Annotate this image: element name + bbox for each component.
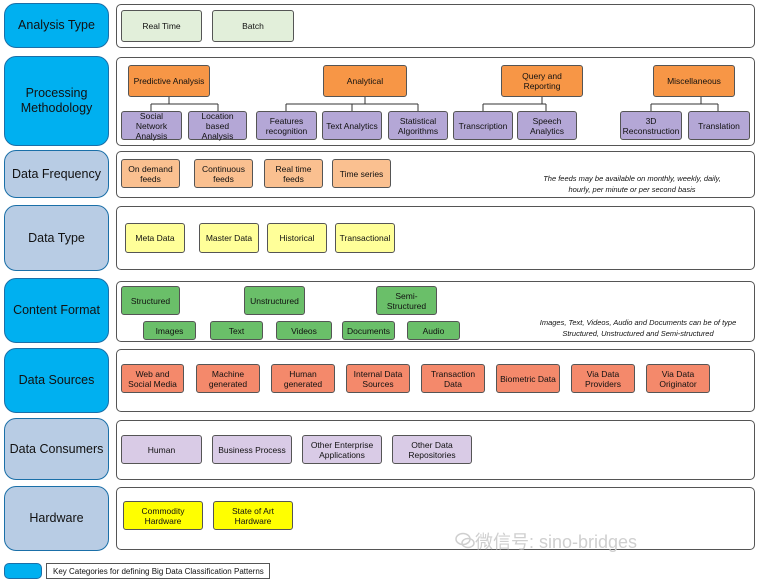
type-meta-data: Meta Data bbox=[125, 223, 185, 253]
proc-analytical: Analytical bbox=[323, 65, 407, 97]
freq-time-series: Time series bbox=[332, 159, 391, 188]
freq-real-time-feeds: Real time feeds bbox=[264, 159, 323, 188]
source-via-data-originator: Via Data Originator bbox=[646, 364, 710, 393]
content-semi-structured: Semi-Structured bbox=[376, 286, 437, 315]
type-historical: Historical bbox=[267, 223, 327, 253]
source-transaction-data: Transaction Data bbox=[421, 364, 485, 393]
source-human-generated: Human generated bbox=[271, 364, 335, 393]
content-videos: Videos bbox=[276, 321, 332, 340]
analysis-real-time: Real Time bbox=[121, 10, 202, 42]
content-text: Text bbox=[210, 321, 263, 340]
freq-on-demand-feeds: On demand feeds bbox=[121, 159, 180, 188]
proc-predictive-analysis: Predictive Analysis bbox=[128, 65, 210, 97]
freq-note: The feeds may be available on monthly, w… bbox=[543, 174, 721, 194]
proc-features-recognition: Features recognition bbox=[256, 111, 317, 140]
category-processing-methodology: Processing Methodology bbox=[4, 56, 109, 146]
proc-translation: Translation bbox=[688, 111, 750, 140]
category-analysis-type: Analysis Type bbox=[4, 3, 109, 48]
content-structured: Structured bbox=[121, 286, 180, 315]
hardware-commodity: Commodity Hardware bbox=[123, 501, 203, 530]
content-unstructured: Unstructured bbox=[244, 286, 305, 315]
proc-miscellaneous: Miscellaneous bbox=[653, 65, 735, 97]
proc-transcription: Transcription bbox=[453, 111, 513, 140]
freq-continuous-feeds: Continuous feeds bbox=[194, 159, 253, 188]
source-internal-data-sources: Internal Data Sources bbox=[346, 364, 410, 393]
category-content-format: Content Format bbox=[4, 278, 109, 343]
type-master-data: Master Data bbox=[199, 223, 259, 253]
watermark-text: 微信号: sino-bridges bbox=[475, 532, 638, 552]
category-data-frequency: Data Frequency bbox=[4, 150, 109, 198]
category-data-consumers: Data Consumers bbox=[4, 418, 109, 480]
consumer-human: Human bbox=[121, 435, 202, 464]
source-via-data-providers: Via Data Providers bbox=[571, 364, 635, 393]
proc-social-network-analysis: Social Network Analysis bbox=[121, 111, 182, 141]
proc-location-based-analysis: Location based Analysis bbox=[188, 111, 247, 141]
source-biometric-data: Biometric Data bbox=[496, 364, 560, 393]
proc-text-analytics: Text Analytics bbox=[322, 111, 382, 140]
content-images: Images bbox=[143, 321, 196, 340]
legend-label: Key Categories for defining Big Data Cla… bbox=[46, 563, 270, 579]
category-hardware: Hardware bbox=[4, 486, 109, 551]
consumer-other-enterprise-applications: Other Enterprise Applications bbox=[302, 435, 382, 464]
type-transactional: Transactional bbox=[335, 223, 395, 253]
panel-hardware bbox=[116, 487, 755, 550]
consumer-other-data-repositories: Other Data Repositories bbox=[392, 435, 472, 464]
analysis-batch: Batch bbox=[212, 10, 294, 42]
content-audio: Audio bbox=[407, 321, 460, 340]
legend-swatch bbox=[4, 563, 42, 579]
consumer-business-process: Business Process bbox=[212, 435, 292, 464]
content-note: Images, Text, Videos, Audio and Document… bbox=[539, 318, 737, 338]
category-data-type: Data Type bbox=[4, 205, 109, 271]
proc-statistical-algorithms: Statistical Algorithms bbox=[388, 111, 448, 140]
category-data-sources: Data Sources bbox=[4, 348, 109, 413]
content-documents: Documents bbox=[342, 321, 395, 340]
source-web-social-media: Web and Social Media bbox=[121, 364, 184, 393]
wechat-icon bbox=[455, 532, 475, 549]
source-machine-generated: Machine generated bbox=[196, 364, 260, 393]
proc-speech-analytics: Speech Analytics bbox=[517, 111, 577, 140]
hardware-state-of-art: State of Art Hardware bbox=[213, 501, 293, 530]
proc-query-reporting: Query and Reporting bbox=[501, 65, 583, 97]
proc-3d-reconstruction: 3D Reconstruction bbox=[620, 111, 682, 140]
